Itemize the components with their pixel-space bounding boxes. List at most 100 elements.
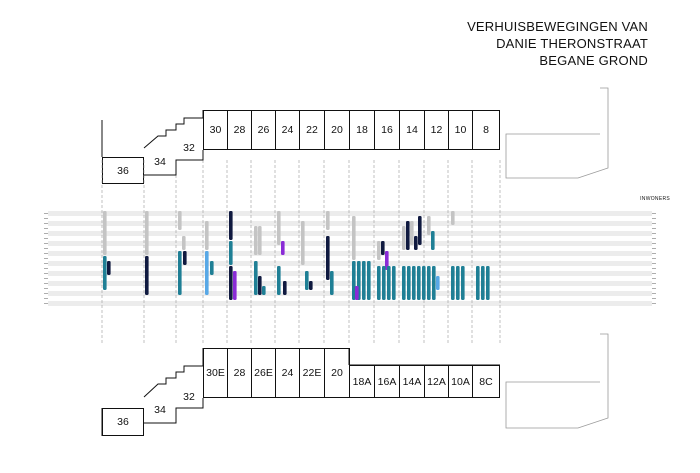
occupancy-bar — [182, 236, 186, 250]
occupancy-bar — [486, 266, 490, 300]
occupancy-bar — [412, 266, 416, 300]
occupancy-bar — [305, 271, 309, 290]
occupancy-bar — [406, 221, 410, 250]
row-band — [48, 301, 652, 306]
row-band — [48, 231, 652, 236]
bottom-unit-20: 20 — [324, 348, 350, 398]
inwoners-label: INWONERS — [640, 196, 670, 202]
occupancy-bar — [210, 261, 214, 275]
occupancy-bar — [103, 256, 107, 290]
outline-right-bottom — [505, 333, 609, 429]
top-unit-32: 32 — [183, 142, 195, 154]
top-unit-20: 20 — [324, 110, 350, 150]
wall-top-steps — [144, 150, 204, 176]
occupancy-bar — [229, 211, 233, 240]
occupancy-bar — [431, 231, 435, 250]
occupancy-bar — [377, 241, 381, 260]
bottom-unit-10a: 10A — [448, 365, 473, 398]
occupancy-bar — [258, 276, 262, 295]
top-unit-10: 10 — [448, 110, 473, 150]
bottom-unit-32: 32 — [183, 391, 195, 403]
occupancy-bar — [229, 241, 233, 265]
top-unit-8: 8 — [472, 110, 500, 150]
row-band — [48, 211, 652, 216]
occupancy-bar — [355, 286, 359, 300]
occupancy-bar — [283, 281, 287, 295]
occupancy-bar — [205, 251, 209, 295]
row-band — [48, 271, 652, 276]
occupancy-bar — [352, 261, 356, 300]
row-band — [48, 221, 652, 226]
occupancy-bar — [387, 266, 391, 300]
wall-bottom-steps — [144, 398, 204, 424]
occupancy-bar — [414, 236, 418, 250]
occupancy-bar — [461, 266, 465, 300]
occupancy-bar — [381, 241, 385, 255]
title-line-2: DANIE THERONSTRAAT — [496, 36, 648, 51]
occupancy-bar — [392, 266, 396, 300]
occupancy-bar — [205, 221, 209, 250]
occupancy-bar — [432, 266, 436, 300]
occupancy-bar — [178, 251, 182, 295]
row-band — [48, 291, 652, 296]
bottom-unit-26e: 26E — [251, 348, 276, 398]
occupancy-bar — [233, 271, 237, 300]
occupancy-bar — [262, 286, 266, 295]
occupancy-bar — [301, 221, 305, 265]
occupancy-bar — [481, 266, 485, 300]
occupancy-bar — [377, 266, 381, 300]
top-unit-26: 26 — [251, 110, 276, 150]
occupancy-bar — [107, 261, 111, 275]
occupancy-bar — [330, 271, 334, 295]
stairs-top — [143, 110, 204, 149]
occupancy-bar — [178, 211, 182, 230]
bottom-unit-18a: 18A — [349, 365, 375, 398]
occupancy-bar — [385, 251, 389, 270]
top-unit-24: 24 — [275, 110, 300, 150]
title-line-3: BEGANE GROND — [539, 53, 648, 68]
occupancy-bar — [436, 276, 440, 290]
occupancy-bar — [229, 266, 233, 300]
bottom-unit-22e: 22E — [299, 348, 325, 398]
occupancy-bar — [277, 266, 281, 295]
occupancy-bar — [427, 216, 431, 235]
occupancy-bar — [145, 211, 149, 255]
occupancy-bar — [382, 266, 386, 300]
top-unit-34: 34 — [154, 155, 166, 168]
occupancy-bar — [326, 211, 330, 230]
occupancy-bar — [456, 266, 460, 300]
bottom-unit-34: 34 — [154, 404, 166, 416]
top-unit-36: 36 — [102, 157, 144, 184]
row-band — [48, 281, 652, 286]
occupancy-bar — [402, 226, 406, 250]
occupancy-bar — [362, 261, 366, 300]
top-unit-28: 28 — [227, 110, 252, 150]
occupancy-bar — [145, 256, 149, 295]
occupancy-bar — [103, 211, 107, 255]
outline-right-top — [505, 87, 609, 179]
occupancy-bar — [410, 221, 414, 245]
row-band — [48, 251, 652, 256]
occupancy-bar — [254, 261, 258, 295]
row-band — [48, 261, 652, 266]
occupancy-bar — [476, 266, 480, 300]
occupancy-bar — [418, 216, 422, 245]
occupancy-bar — [277, 211, 281, 245]
occupancy-bar — [451, 266, 455, 300]
bottom-unit-30e: 30E — [203, 348, 228, 398]
row-band — [48, 241, 652, 246]
occupancy-bar — [427, 266, 431, 300]
occupancy-bar — [281, 241, 285, 255]
diagram-title: VERHUISBEWEGINGEN VAN DANIE THERONSTRAAT… — [467, 18, 648, 69]
occupancy-bar — [352, 216, 356, 260]
occupancy-bar — [183, 251, 187, 265]
occupancy-bar — [258, 226, 262, 255]
bottom-unit-28: 28 — [227, 348, 252, 398]
occupancy-bar — [422, 266, 426, 300]
occupancy-bar — [326, 236, 330, 280]
bottom-unit-16a: 16A — [374, 365, 400, 398]
occupancy-bar — [309, 281, 313, 290]
occupancy-bar — [367, 261, 371, 300]
occupancy-bar — [402, 266, 406, 300]
